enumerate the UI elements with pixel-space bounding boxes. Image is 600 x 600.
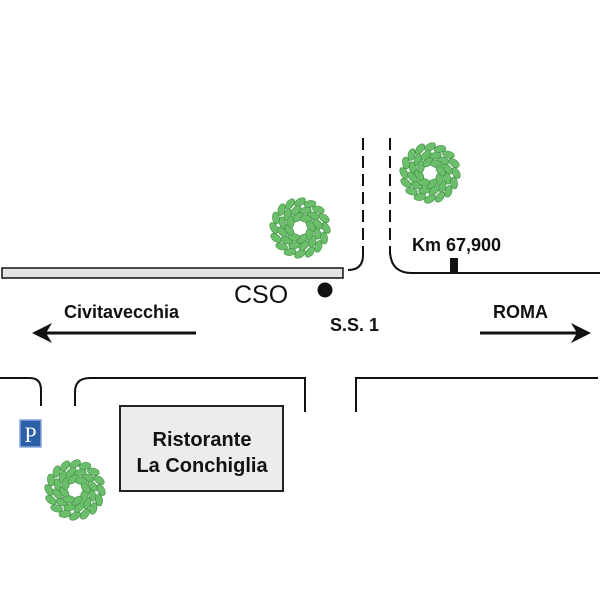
km-marker-icon [450, 258, 458, 274]
restaurant-building [119, 405, 284, 492]
road-edge-lower-left [0, 377, 42, 406]
cso-marker-icon [317, 282, 333, 298]
tree-icon [269, 197, 331, 259]
road-corner-left [347, 254, 364, 271]
civitavecchia-label: Civitavecchia [64, 302, 180, 322]
arrow-left-icon [32, 323, 196, 343]
tree-icon [44, 459, 106, 521]
restaurant-name-line1: Ristorante [153, 429, 252, 451]
cso-label: CSO [234, 281, 288, 309]
road-name-label: S.S. 1 [330, 315, 379, 335]
arrow-right-icon [480, 323, 591, 343]
sidewalk-strip [1, 267, 344, 279]
roma-label: ROMA [493, 302, 548, 322]
road-edge-lower-right [355, 377, 598, 412]
road-edge-lower-middle [74, 377, 306, 412]
km-label: Km 67,900 [412, 235, 501, 255]
restaurant-name-line2: La Conchiglia [136, 455, 268, 477]
parking-icon: P [19, 419, 42, 448]
road-edge-upper-right [389, 249, 600, 274]
parking-letter: P [24, 422, 36, 447]
tree-icon [399, 142, 461, 204]
